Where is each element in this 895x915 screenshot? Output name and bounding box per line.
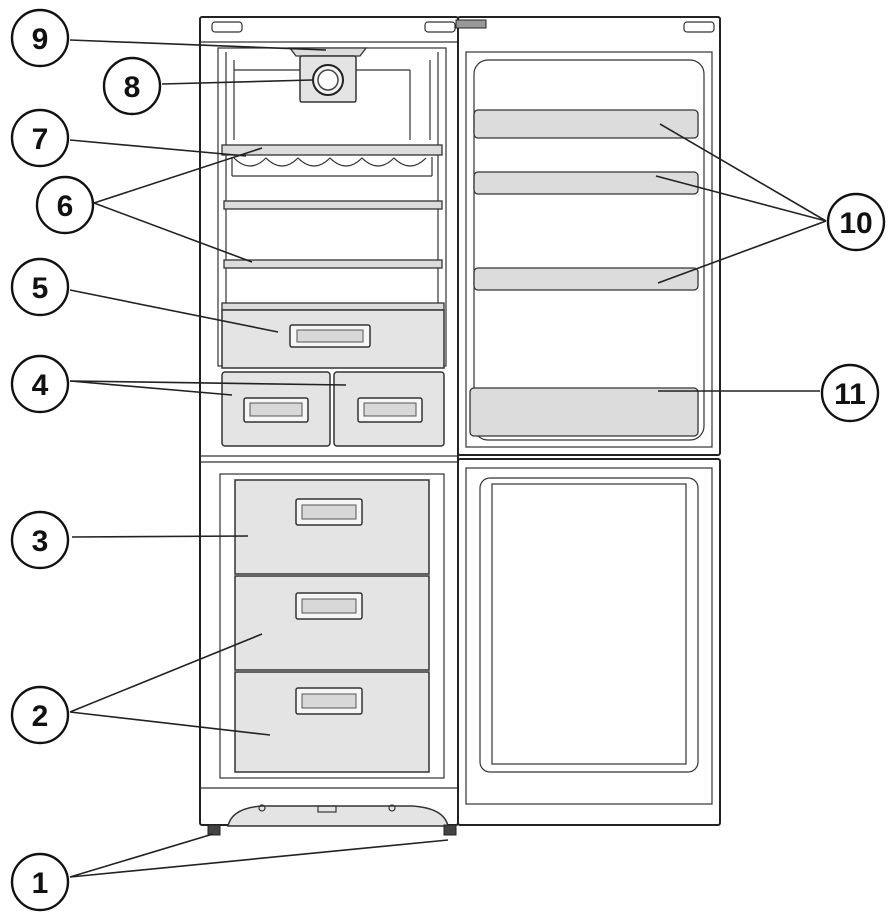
leader-10a: [659, 123, 827, 222]
leader-10b: [655, 175, 827, 222]
callout-5: 5: [10, 257, 70, 317]
callout-label-11: 11: [834, 378, 866, 411]
leader-4a: [69, 380, 233, 396]
callout-8: 8: [102, 56, 162, 116]
crisper-drawers: [221, 371, 445, 447]
callout-label-10: 10: [839, 207, 872, 240]
callout-label-9: 9: [32, 23, 49, 56]
leader-2b: [69, 711, 271, 736]
leader-1a: [69, 833, 214, 878]
cabinet: [199, 16, 459, 836]
leader-1b: [69, 839, 449, 878]
leader-4b: [69, 380, 347, 386]
leader-6a: [93, 147, 263, 204]
leader-6b: [93, 202, 253, 263]
callout-label-5: 5: [32, 272, 49, 305]
callout-3: 3: [10, 510, 70, 570]
callout-label-2: 2: [32, 700, 49, 733]
callout-label-8: 8: [124, 71, 141, 104]
callout-2: 2: [10, 685, 70, 745]
leader-10c: [657, 220, 827, 284]
freezer-drawers: [234, 479, 430, 773]
chiller-drawer: [221, 309, 445, 369]
callout-label-3: 3: [32, 525, 49, 558]
callout-label-6: 6: [57, 190, 74, 223]
callout-4: 4: [10, 354, 70, 414]
leader-2a: [69, 633, 263, 713]
leader-8: [161, 79, 313, 85]
callout-label-4: 4: [32, 369, 49, 402]
callout-10: 10: [826, 192, 886, 252]
fridge-door: [455, 16, 721, 456]
callout-label-7: 7: [32, 123, 49, 156]
leader-3: [71, 535, 249, 538]
leader-lines: [69, 39, 827, 878]
bottle-rack: [221, 144, 443, 177]
callout-6: 6: [35, 175, 95, 235]
callout-1: 1: [10, 852, 70, 912]
door-balconies: [473, 109, 699, 291]
fridge-shelves: [221, 200, 445, 311]
leader-9: [69, 39, 327, 51]
bottle-balcony: [469, 387, 699, 437]
callout-9: 9: [10, 8, 70, 68]
leader-5: [69, 289, 279, 333]
freezer-door: [457, 458, 721, 826]
leader-7: [69, 139, 247, 157]
callout-label-1: 1: [32, 867, 49, 900]
thermostat-knob: [299, 55, 357, 103]
callout-11: 11: [820, 363, 880, 423]
callout-7: 7: [10, 108, 70, 168]
